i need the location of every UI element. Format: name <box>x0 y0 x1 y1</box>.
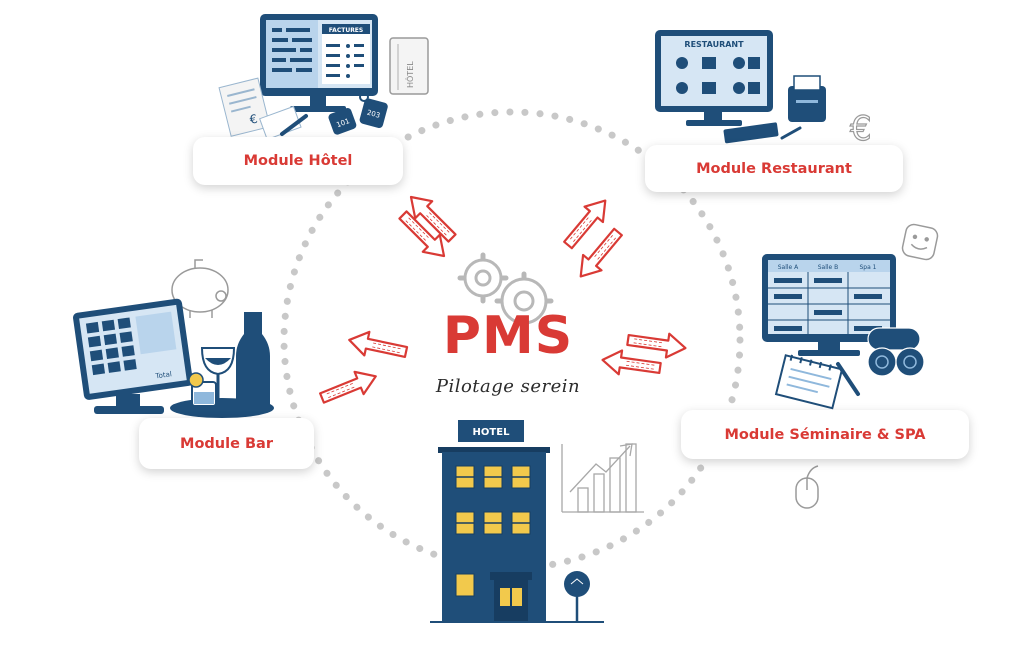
euro-sketch-icon: € <box>850 109 872 149</box>
key-tag-1: 203 <box>366 109 381 120</box>
room-b-label: Salle B <box>818 264 839 271</box>
pos-total-label: Total <box>154 370 172 380</box>
mouse-icon <box>795 465 819 509</box>
arrow-to-seminaire <box>625 327 689 362</box>
module-seminaire-label: Module Séminaire & SPA <box>724 426 926 443</box>
euro-icon: € <box>248 112 259 127</box>
module-bar-label: Module Bar <box>180 435 273 452</box>
arrow-from-bar <box>316 364 382 411</box>
factures-label: FACTURES <box>329 27 363 34</box>
pms-subtitle: Pilotage serein <box>435 376 581 397</box>
spa-label: Spa 1 <box>859 264 876 271</box>
piggy-bank-icon <box>171 259 229 318</box>
restaurant-screen-label: RESTAURANT <box>684 40 744 49</box>
restaurant-illustration: RESTAURANT € <box>655 30 872 150</box>
growth-chart-sketch-icon <box>561 443 644 513</box>
smiley-sticker-icon <box>901 223 939 261</box>
hotel-sign-label: HOTEL <box>473 427 511 438</box>
hotel-illustration: HÔTEL FACTURES € 101 203 <box>218 14 429 141</box>
tree-icon <box>564 571 590 597</box>
dotted-ring <box>280 108 744 572</box>
gears-icon <box>457 252 554 331</box>
arrow-to-bar <box>345 327 410 365</box>
bar-illustration: Total <box>73 259 274 418</box>
module-hotel-card[interactable]: Module Hôtel <box>193 137 403 185</box>
seminaire-illustration: Salle A Salle B Spa 1 <box>762 223 939 509</box>
module-restaurant-label: Module Restaurant <box>696 160 852 177</box>
binder-label: HÔTEL <box>404 61 415 88</box>
pms-title: PMS <box>442 306 574 366</box>
arrow-from-seminaire <box>599 346 663 381</box>
module-bar-card[interactable]: Module Bar <box>139 418 314 469</box>
hotel-building: HOTEL <box>430 420 604 623</box>
room-a-label: Salle A <box>778 264 799 271</box>
module-seminaire-card[interactable]: Module Séminaire & SPA <box>681 410 969 459</box>
module-restaurant-card[interactable]: Module Restaurant <box>645 145 903 192</box>
module-hotel-label: Module Hôtel <box>243 153 353 169</box>
